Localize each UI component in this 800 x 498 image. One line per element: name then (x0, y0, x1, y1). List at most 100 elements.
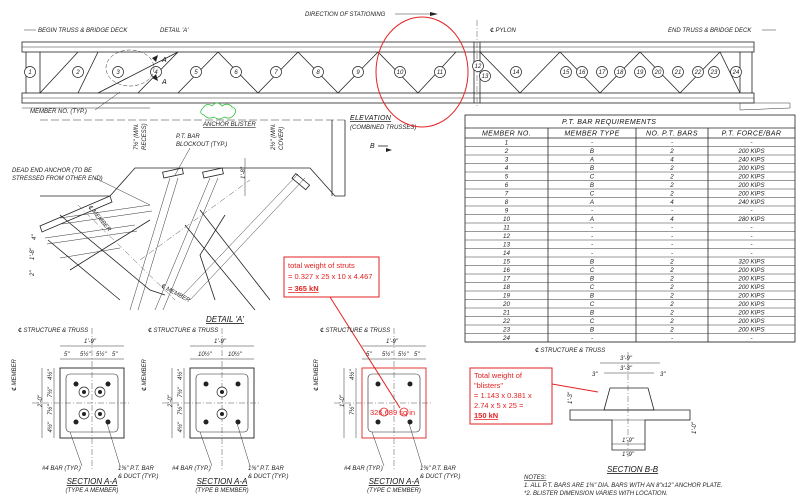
member-number-16: 16 (576, 66, 588, 78)
table-header-3: P.T. FORCE/BAR (722, 131, 782, 138)
section-sub-height-dim: 7½" (47, 404, 54, 415)
table-cell: 200 KIPS (737, 284, 765, 291)
member-circle (692, 66, 704, 78)
member-cl-label-2: ℄ MEMBER (160, 283, 192, 304)
table-cell: 21 (502, 309, 510, 316)
member-number-label: 15 (563, 70, 570, 76)
bar-callout: #4 BAR (TYP.) (42, 466, 81, 472)
section-width-dim: 1'-9" (84, 339, 97, 345)
member-circle (270, 66, 282, 78)
table-row: 9--- (465, 207, 795, 215)
rebar (73, 419, 79, 425)
section-sub-dim: 5" (112, 352, 118, 358)
member-number-24: 24 (730, 66, 742, 78)
pylon-label: ℄ PYLON (490, 27, 517, 34)
detail-dim-2: 2" (30, 270, 36, 277)
table-cell: B (590, 292, 594, 299)
table-header-1: MEMBER TYPE (564, 131, 619, 138)
table-cell: - (671, 335, 673, 342)
table-cell: - (591, 233, 593, 240)
table-cell: 10 (503, 216, 510, 223)
member-circle (672, 66, 684, 78)
table-cell: 7 (505, 190, 509, 197)
section-a-marker-bottom: A (161, 79, 167, 86)
member-number-label: 16 (579, 70, 586, 76)
member-number-11: 11 (434, 66, 446, 78)
rebar (203, 419, 209, 425)
table-cell: - (591, 207, 593, 214)
member-number-label: 3 (116, 70, 120, 76)
table-cell: 2 (669, 292, 674, 299)
table-cell: 19 (503, 292, 510, 299)
section-aa-1: ℄ STRUCTURE & TRUSS1'-9"5"5½"5½"5"2'-0"4… (11, 327, 159, 494)
section-height-dim: 2'-0" (168, 394, 174, 408)
blisters-line-3: = 1.143 x 0.381 x (474, 391, 532, 400)
table-row: 12--- (465, 233, 795, 241)
truss-diagonal (719, 51, 741, 94)
pt-callout: & DUCT (TYP.) (118, 474, 159, 480)
table-cell: - (671, 233, 673, 240)
member-number-label: 8 (316, 70, 320, 76)
table-cell: - (591, 139, 593, 146)
table-cell: 8 (505, 199, 509, 206)
section-sub-dim: 10½" (228, 351, 243, 358)
section-sub-dim: 5" (414, 352, 420, 358)
section-bb-d1: 3" (592, 372, 598, 378)
table-cell: C (590, 284, 595, 291)
section-cl-label: ℄ STRUCTURE & TRUSS (320, 327, 390, 334)
pt-callout: 1⅜" P.T. BAR (118, 466, 154, 472)
table-cell: 2 (669, 326, 674, 333)
table-cell: C (590, 318, 595, 325)
pt-bar (82, 390, 86, 394)
table-cell: 2 (669, 301, 674, 308)
rebar (407, 381, 413, 387)
table-cell: 320 KIPS (738, 258, 765, 265)
table-cell: - (750, 250, 752, 257)
member-number-2: 2 (72, 66, 84, 78)
section-bb-w1: 3'-9" (620, 356, 633, 362)
bar-callout: #4 BAR (TYP.) (172, 466, 211, 472)
table-cell: 2 (669, 318, 674, 325)
section-sub-dim: 5½" (80, 351, 91, 358)
member-number-label: 10 (397, 70, 404, 76)
note-1: 1. ALL P.T. BARS ARE 1⅜" DIA. BARS WITH … (524, 483, 723, 489)
table-cell: - (671, 139, 673, 146)
anchor-blister-cloud (200, 102, 236, 120)
section-width-dim: 1'-9" (214, 339, 227, 345)
member-number-label: 12 (475, 64, 482, 70)
table-row: 14--- (465, 250, 795, 258)
member-number-8: 8 (312, 66, 324, 78)
table-cell: 22 (502, 318, 510, 325)
pt-bar (98, 412, 102, 416)
table-cell: 11 (503, 224, 509, 231)
table-row: 24--- (465, 335, 795, 343)
truss-diagonal (77, 51, 99, 94)
table-cell: B (590, 258, 594, 265)
table-cell: 200 KIPS (737, 326, 765, 333)
member-number-label: 1 (28, 70, 31, 76)
member-circle (652, 66, 664, 78)
member-number-label: 22 (694, 70, 702, 76)
pt-bar (82, 412, 86, 416)
pt-duct (379, 407, 389, 417)
section-member-cl: ℄ MEMBER (11, 358, 18, 391)
anchor-blister-label: ANCHOR BLISTER (202, 122, 256, 128)
pt-duct (399, 407, 409, 417)
rebar (203, 381, 209, 387)
table-cell: 200 KIPS (737, 267, 765, 274)
table-cell: 200 KIPS (737, 173, 765, 180)
truss-elevation: DIRECTION OF STATIONING BEGIN TRUSS & BR… (21, 12, 791, 131)
table-cell: A (589, 199, 594, 206)
truss-diagonal (479, 51, 521, 94)
end-label: END TRUSS & BRIDGE DECK (668, 28, 752, 34)
member-number-20: 20 (652, 66, 664, 78)
member-circle (352, 66, 364, 78)
table-cell: 200 KIPS (737, 292, 765, 299)
